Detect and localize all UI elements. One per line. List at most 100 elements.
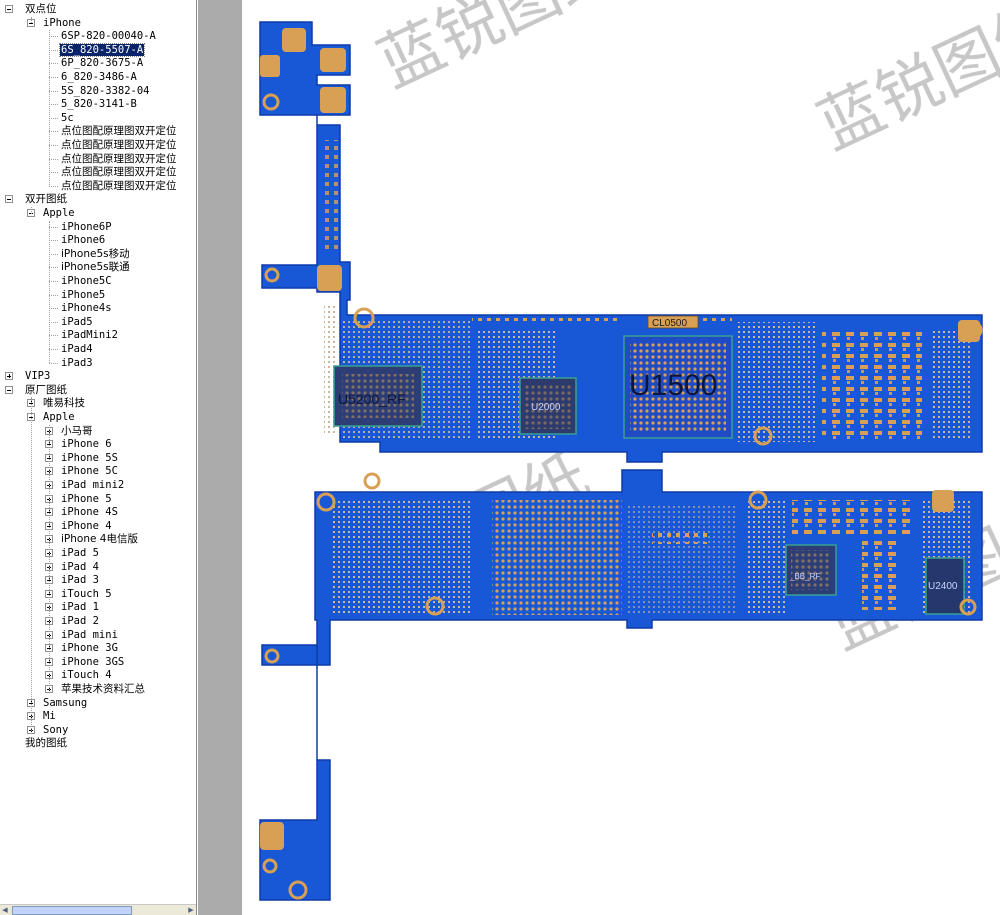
left-arrow-icon[interactable]: ◀ (2, 906, 8, 914)
tree-item-node[interactable]: 点位图配原理图双开定位 (60, 139, 178, 152)
tree-item-ipad5[interactable]: iPad5 (60, 316, 94, 329)
tree-item-iphone-3gs[interactable]: iPhone 3GS (60, 656, 125, 669)
tree-item-iphone6p[interactable]: iPhone6P (60, 221, 113, 234)
tree-connector (49, 321, 58, 323)
tree-item-node[interactable]: 点位图配原理图双开定位 (60, 125, 178, 138)
tree-item-sony[interactable]: Sony (42, 724, 69, 737)
scrollbar-thumb[interactable] (12, 906, 132, 915)
tree-item-ipad-mini2[interactable]: iPad mini2 (60, 479, 125, 492)
tree-item-label: Apple (43, 207, 75, 219)
tree-item-label: 苹果技术资料汇总 (61, 683, 145, 695)
tree-item-node[interactable]: 苹果技术资料汇总 (60, 683, 146, 696)
tree-item-6sp-820-00040-a[interactable]: 6SP-820-00040-A (60, 30, 157, 43)
tree-item-5-820-3141-b[interactable]: 5_820-3141-B (60, 98, 138, 111)
tree-item-apple[interactable]: Apple (42, 207, 76, 220)
tree-item-ipad-4[interactable]: iPad 4 (60, 561, 100, 574)
tree-item-label: iPhone 5 (61, 492, 112, 505)
tree-item-label: iPhone 5C (61, 465, 118, 478)
tree-item-iphone4s[interactable]: iPhone4s (60, 302, 113, 315)
collapse-minus-icon[interactable] (5, 5, 13, 13)
tree-item-label: 5c (61, 111, 74, 124)
expand-plus-icon[interactable] (5, 372, 13, 381)
tree-item-itouch-4[interactable]: iTouch 4 (60, 669, 113, 682)
tree-item-node[interactable]: 双开图纸 (24, 193, 68, 206)
tree-item-label: Apple (43, 411, 75, 423)
tree-item-iphone-4s[interactable]: iPhone 4S (60, 506, 119, 519)
tree-item-node[interactable]: 原厂图纸 (24, 384, 68, 397)
tree-horizontal-scrollbar[interactable]: ◀ ▶ (0, 904, 196, 915)
tree-item-label: 原厂图纸 (25, 383, 67, 396)
tree-item-label: iPhone 3G (61, 642, 118, 655)
tree-connector (49, 49, 58, 51)
label-u1500: U1500 (629, 369, 717, 402)
tree-item-label: iPad 4 (61, 560, 99, 573)
tree-item-iphone-5[interactable]: iPhone 5 (60, 493, 113, 506)
tree-item-ipad-5[interactable]: iPad 5 (60, 547, 100, 560)
tree-connector (49, 185, 58, 187)
tree-item-vip3[interactable]: VIP3 (24, 370, 51, 383)
tree-item-iphone5[interactable]: iPhone5 (60, 289, 106, 302)
tree-item-iphone-5c[interactable]: iPhone 5C (60, 465, 119, 478)
tree-item-node[interactable]: 点位图配原理图双开定位 (60, 166, 178, 179)
tree-item-node[interactable]: 唯易科技 (42, 397, 86, 410)
tree-item-6p-820-3675-a[interactable]: 6P_820-3675-A (60, 57, 144, 70)
label-bb-rf: _BB_RF (789, 572, 820, 581)
tree-connector (49, 63, 58, 65)
tree-item-iphone-4[interactable]: iPhone 4 (60, 520, 113, 533)
tree-item-node[interactable]: 双点位 (24, 3, 58, 16)
tree-item-iphone5c[interactable]: iPhone5C (60, 275, 113, 288)
mounting-holes (262, 93, 983, 900)
right-arrow-icon[interactable]: ▶ (188, 906, 194, 914)
tree-item-ipad-2[interactable]: iPad 2 (60, 615, 100, 628)
tree-item-apple[interactable]: Apple (42, 411, 76, 424)
chip-u2400 (925, 557, 965, 615)
tree-item-6s-820-5507-a[interactable]: 6S_820-5507-A (58, 42, 146, 57)
tree-item-mi[interactable]: Mi (42, 710, 57, 723)
tree-item-label: 6P_820-3675-A (61, 57, 144, 70)
tree-item-iphone6[interactable]: iPhone6 (60, 234, 106, 247)
tree-item-samsung[interactable]: Samsung (42, 697, 88, 710)
tree-item-ipad3[interactable]: iPad3 (60, 357, 94, 370)
tree-item-label: Mi (43, 710, 56, 723)
tree-item-node[interactable]: 我的图纸 (24, 737, 68, 750)
tree-item-iphone5s[interactable]: iPhone5s联通 (60, 261, 131, 274)
schematic-viewer[interactable]: 蓝锐图纸 蓝锐图纸 蓝锐图纸 蓝锐图纸 (198, 0, 1000, 915)
collapse-minus-icon[interactable] (5, 385, 13, 394)
tree-item-ipad-1[interactable]: iPad 1 (60, 601, 100, 614)
tree-item-ipad-mini[interactable]: iPad mini (60, 629, 119, 642)
tree-item-iphone[interactable]: iPhone (42, 17, 82, 30)
tree-item-ipad4[interactable]: iPad4 (60, 343, 94, 356)
tree-item-node[interactable]: 小马哥 (60, 425, 94, 438)
tree-item-label: iPad5 (61, 315, 93, 328)
tree-item-label: 唯易科技 (43, 397, 85, 410)
tree-item-itouch-5[interactable]: iTouch 5 (60, 588, 113, 601)
tree-item-iphone5s[interactable]: iPhone5s移动 (60, 248, 131, 261)
tree-item-ipadmini2[interactable]: iPadMini2 (60, 329, 119, 342)
schematic-sheet: 蓝锐图纸 蓝锐图纸 蓝锐图纸 蓝锐图纸 (242, 0, 1000, 915)
tree-connector (49, 424, 50, 690)
tree-item-iphone-3g[interactable]: iPhone 3G (60, 642, 119, 655)
tree-item-label: iPhone 5S (61, 451, 118, 464)
tree-connector (49, 158, 58, 160)
tree-item-node[interactable]: 点位图配原理图双开定位 (60, 180, 178, 193)
tree-item-label: iPhone5C (61, 275, 112, 287)
tree-item-ipad-3[interactable]: iPad 3 (60, 574, 100, 587)
tree-item-iphone-5s[interactable]: iPhone 5S (60, 452, 119, 465)
tree-item-6-820-3486-a[interactable]: 6_820-3486-A (60, 71, 138, 84)
tree-item-5s-820-3382-04[interactable]: 5S_820-3382-04 (60, 85, 151, 98)
tree-connector (49, 145, 58, 146)
tree-item-label: iPhone 6 (61, 438, 112, 451)
tree-item-5c[interactable]: 5c (60, 112, 75, 125)
collapse-minus-icon[interactable] (5, 195, 13, 204)
tree-item-iphone-6[interactable]: iPhone 6 (60, 438, 113, 451)
tree-item-label: iPhone6 (61, 234, 106, 247)
label-cl0500: CL0500 (652, 318, 687, 329)
tree-item-iphone-4[interactable]: iPhone 4电信版 (60, 533, 139, 546)
tree-item-label: 小马哥 (61, 424, 93, 437)
tree-item-node[interactable]: 点位图配原理图双开定位 (60, 153, 178, 166)
tree-item-label: iTouch 5 (61, 587, 112, 600)
tree-connector (49, 131, 58, 133)
watermark-text: 蓝锐图纸 (367, 0, 630, 103)
